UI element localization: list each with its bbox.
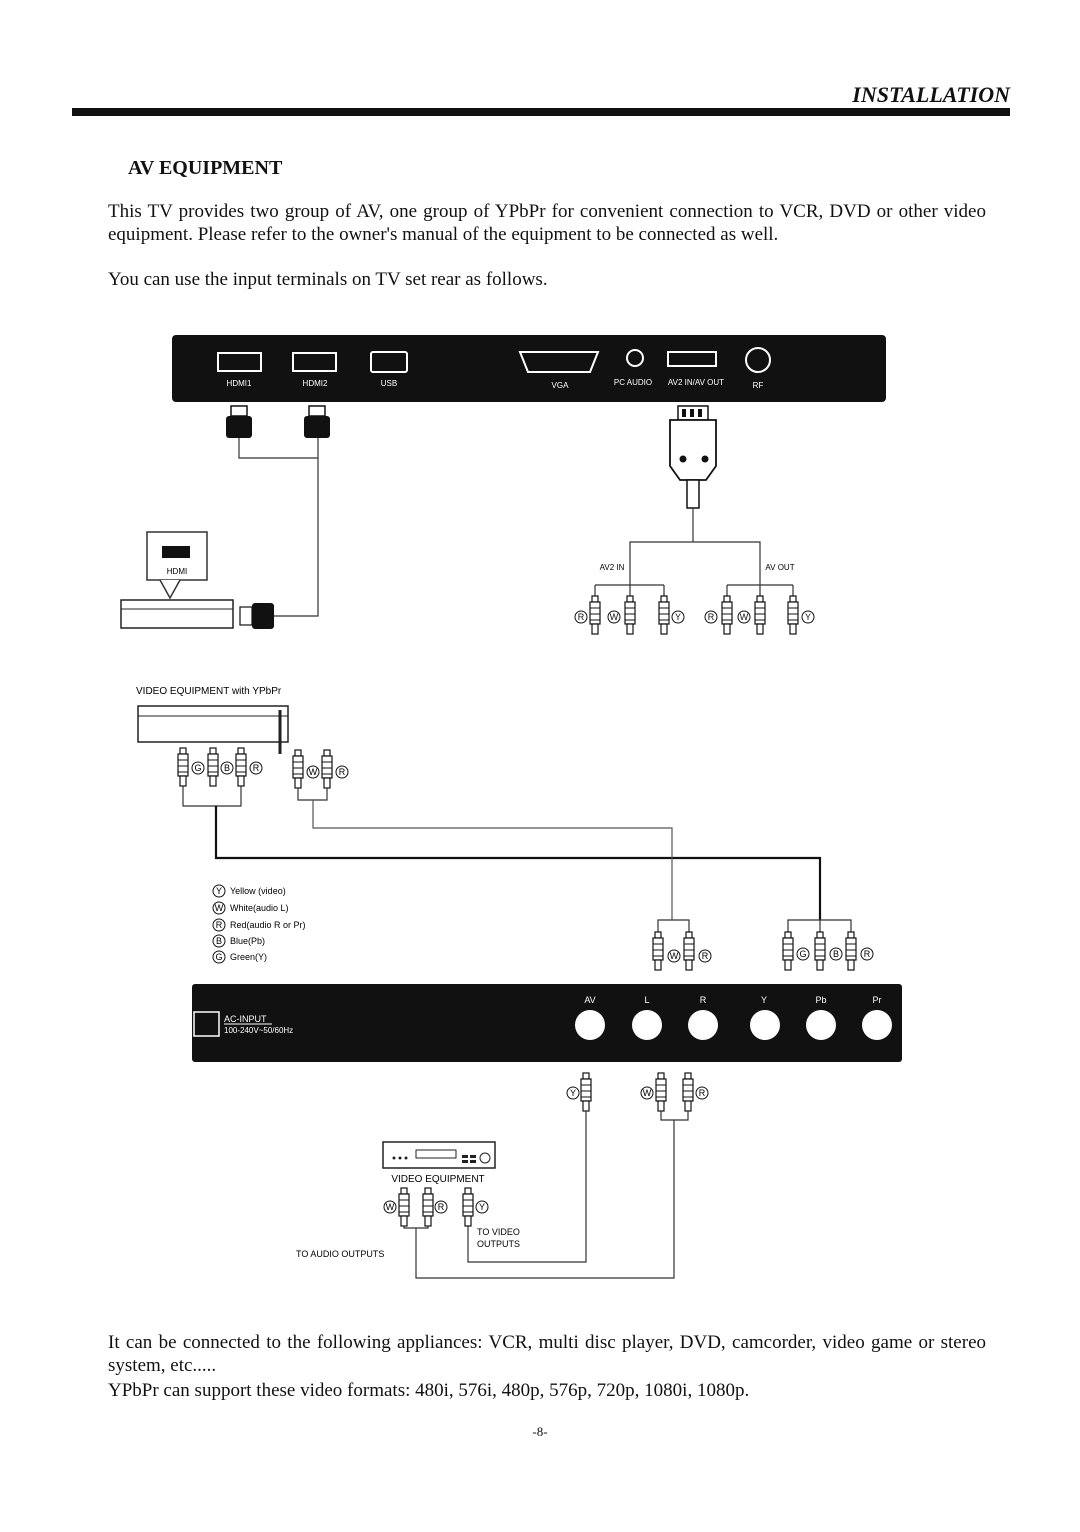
audio-cable (415, 1111, 689, 1279)
ac-input-title: AC-INPUT (224, 1014, 267, 1024)
connection-diagram: HDMI1 HDMI2 USB VGA PC AUDIO AV2 IN/AV O… (120, 335, 902, 1279)
svg-text:R: R (708, 612, 715, 622)
svg-text:R: R (864, 949, 871, 959)
hdmi-plug-1 (226, 405, 252, 438)
hdmi-device-callout (146, 531, 208, 581)
svg-text:Y: Y (216, 886, 222, 896)
av-out-label: AV OUT (765, 563, 794, 572)
jack-label-l: L (644, 995, 649, 1005)
jack-label-pb: Pb (815, 995, 826, 1005)
video-out-plugs (580, 1072, 592, 1112)
svg-text:R: R (438, 1202, 445, 1212)
section-title: AV EQUIPMENT (128, 157, 283, 179)
header-title: INSTALLATION (852, 82, 1010, 107)
to-video-label-1: TO VIDEO (477, 1227, 520, 1237)
ypbpr-in-plugs (782, 931, 857, 971)
port-label-hdmi2: HDMI2 (303, 379, 328, 388)
port-label-usb: USB (381, 379, 397, 388)
svg-text:B: B (216, 936, 222, 946)
usb-port (370, 351, 408, 373)
intro-paragraph: This TV provides two group of AV, one gr… (108, 201, 986, 245)
svg-text:Y: Y (675, 612, 681, 622)
audio-out-plugs (655, 1072, 694, 1112)
component-video-cable (214, 806, 822, 920)
svg-text:W: W (670, 951, 679, 961)
header-rule (72, 108, 1010, 116)
port-label-hdmi1: HDMI1 (227, 379, 252, 388)
svg-text:R: R (578, 612, 585, 622)
port-label-vga: VGA (552, 381, 570, 390)
vga-port (518, 351, 600, 373)
legend-yellow: Yellow (video) (230, 886, 286, 896)
legend-green: Green(Y) (230, 952, 267, 962)
svg-text:W: W (386, 1202, 395, 1212)
av2-port (667, 351, 717, 367)
jack-label-av: AV (584, 995, 595, 1005)
jack-label-r: R (700, 995, 707, 1005)
jack-av (575, 1010, 605, 1040)
legend-blue: Blue(Pb) (230, 936, 265, 946)
svg-text:B: B (833, 949, 839, 959)
color-legend: Y Yellow (video) W White(audio L) R Red(… (212, 884, 306, 964)
hdmi-device-label: HDMI (167, 567, 187, 576)
ac-input-socket (193, 1011, 220, 1037)
terminals-paragraph: You can use the input terminals on TV se… (108, 269, 548, 290)
video-cable (467, 1111, 587, 1263)
svg-text:Y: Y (479, 1202, 485, 1212)
legend-red: Red(audio R or Pr) (230, 920, 306, 930)
jack-r (688, 1010, 718, 1040)
page-number: -8- (532, 1424, 548, 1439)
svg-text:R: R (216, 920, 223, 930)
av2-in-plugs (589, 595, 670, 635)
tv-bottom-panel (192, 984, 902, 1062)
rf-port (745, 347, 771, 373)
av2-in-label: AV2 IN (600, 563, 625, 572)
svg-text:G: G (799, 949, 806, 959)
ac-input-spec: 100-240V~50/60Hz (224, 1026, 293, 1035)
svg-text:W: W (309, 767, 318, 777)
hdmi2-port (292, 352, 337, 372)
ypbpr-device-label: VIDEO EQUIPMENT with YPbPr (136, 686, 282, 697)
jack-l (632, 1010, 662, 1040)
component-audio-cable (312, 800, 673, 920)
jack-pb (806, 1010, 836, 1040)
svg-text:Y: Y (805, 612, 811, 622)
to-video-label-2: OUTPUTS (477, 1239, 520, 1249)
port-label-rf: RF (753, 381, 764, 390)
hdmi-cable (238, 438, 319, 617)
pc-audio-port (626, 349, 644, 367)
tv-top-panel (172, 335, 886, 402)
hdmi-device-port (162, 546, 190, 558)
svg-text:Y: Y (570, 1088, 576, 1098)
formats-paragraph: YPbPr can support these video formats: 4… (108, 1380, 750, 1401)
svg-text:W: W (610, 612, 619, 622)
jack-y (750, 1010, 780, 1040)
video-equipment-label: VIDEO EQUIPMENT (391, 1174, 484, 1185)
to-audio-label: TO AUDIO OUTPUTS (296, 1249, 384, 1259)
port-label-av2: AV2 IN/AV OUT (668, 378, 724, 387)
jack-label-pr: Pr (873, 995, 882, 1005)
hdmi-plug-2 (304, 405, 330, 438)
svg-text:G: G (194, 763, 201, 773)
hdmi-player (120, 599, 234, 629)
jack-pr (862, 1010, 892, 1040)
legend-white: White(audio L) (230, 903, 289, 913)
svg-text:R: R (702, 951, 709, 961)
hdmi-player-plug (252, 603, 274, 629)
svg-text:W: W (643, 1088, 652, 1098)
jack-label-y: Y (761, 995, 767, 1005)
svg-text:W: W (215, 903, 224, 913)
port-label-pc-audio: PC AUDIO (614, 378, 652, 387)
av2-plug (669, 405, 717, 509)
svg-text:R: R (339, 767, 346, 777)
av-out-plugs (721, 595, 799, 635)
svg-text:G: G (215, 952, 222, 962)
svg-text:W: W (740, 612, 749, 622)
appliances-paragraph: It can be connected to the following app… (108, 1332, 986, 1376)
svg-text:R: R (253, 763, 260, 773)
ypbpr-device (137, 705, 289, 743)
svg-text:R: R (699, 1088, 706, 1098)
hdmi1-port (217, 352, 262, 372)
svg-text:B: B (224, 763, 230, 773)
